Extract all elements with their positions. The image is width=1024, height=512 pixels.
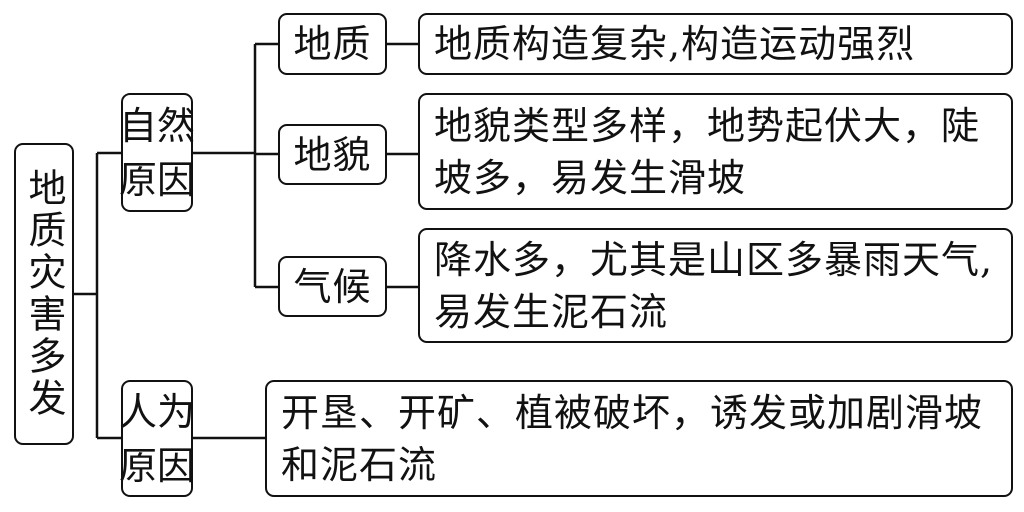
desc-connector [193,42,418,440]
landform-node: 地貌 [278,124,387,185]
landform-desc: 地貌类型多样，地势起伏大，陡坡多，易发生滑坡 [418,93,1013,210]
human-cause-node: 人为原因 [119,380,195,497]
geology-desc: 地质构造复杂,构造运动强烈 [418,13,1013,75]
natural-cause-label: 自然原因 [118,103,195,202]
human-cause-label: 人为原因 [118,389,195,488]
geology-node: 地质 [278,13,387,75]
climate-node: 气候 [278,256,387,317]
human-desc: 开垦、开矿、植被破坏，诱发或加剧滑坡和泥石流 [265,380,1013,497]
natural-cause-node: 自然原因 [119,93,195,212]
root-connector [74,151,121,440]
natural-connector [193,42,278,289]
root-node: 地质灾害多发 [14,143,74,445]
climate-desc: 降水多，尤其是山区多暴雨天气,易发生泥石流 [418,228,1013,343]
